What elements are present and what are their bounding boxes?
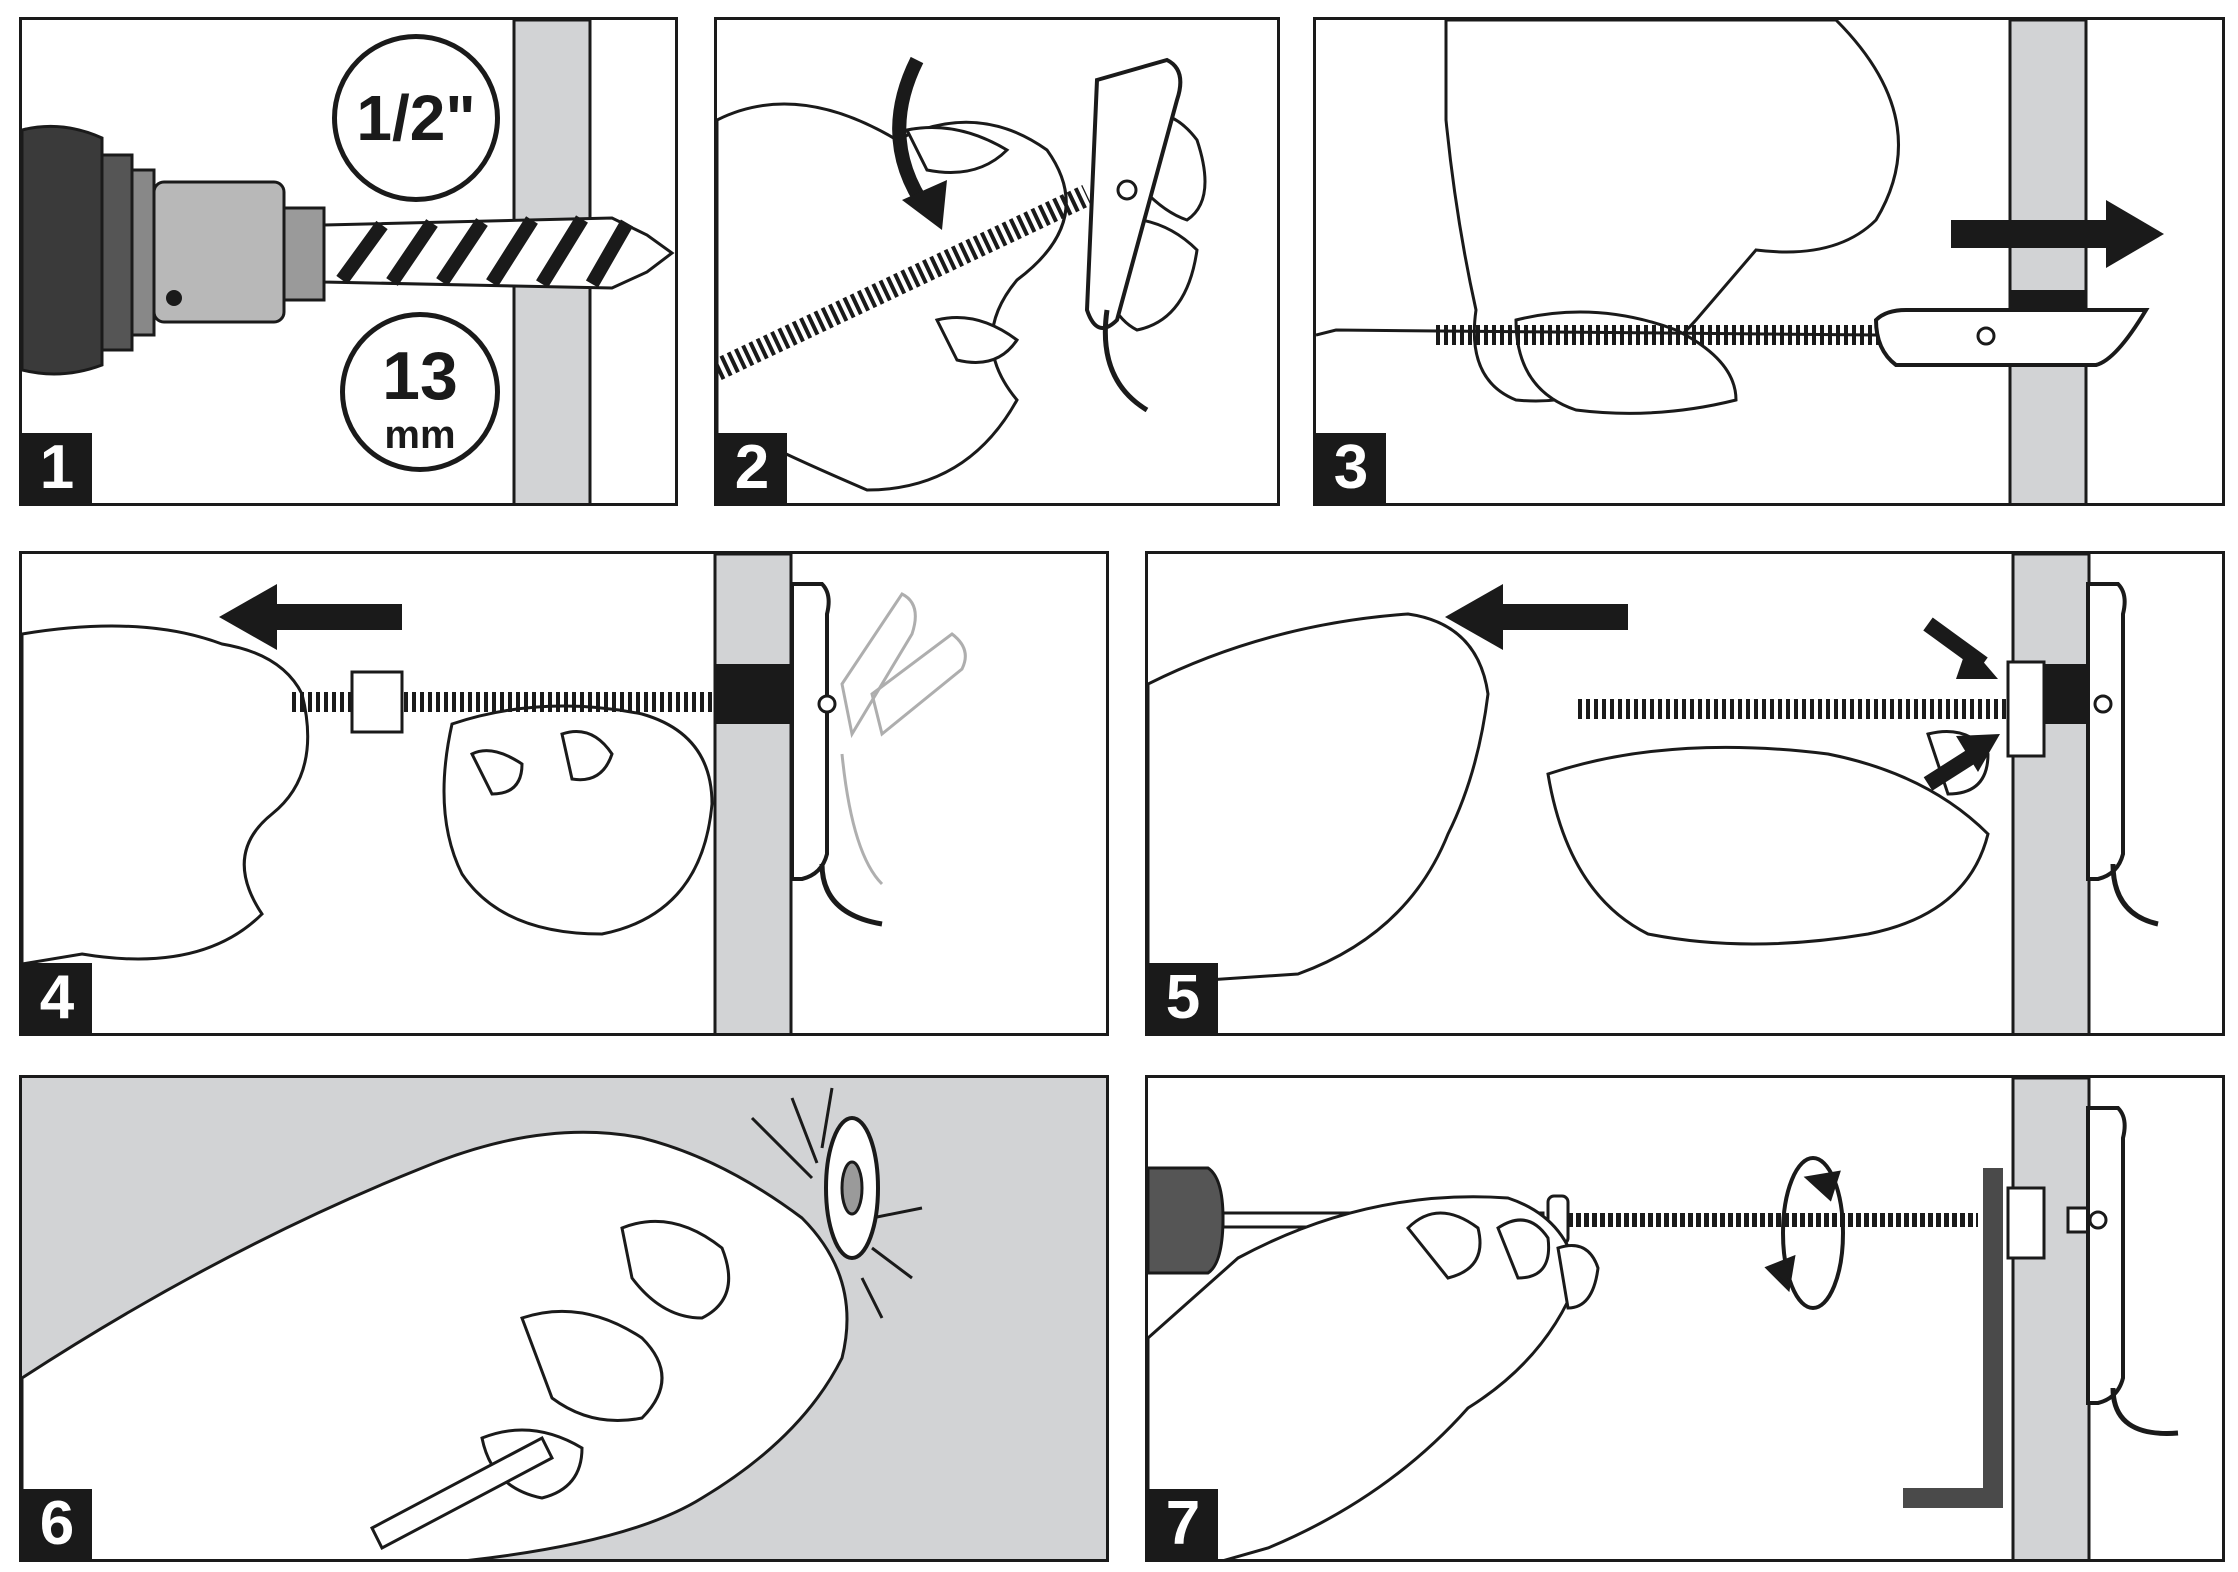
panel-step-5: 5 [1145,551,2225,1036]
bit-size-metric-value: 13 [345,337,495,415]
step-number: 3 [1316,433,1386,503]
panel-2-illustration [717,20,1280,506]
step-number: 1 [22,433,92,503]
toggle-anchor-icon [1876,310,2146,365]
toggle-anchor-icon [2088,584,2158,924]
bit-size-inch-badge: 1/2" [332,34,500,202]
bit-size-inch: 1/2" [337,39,495,197]
panel-step-2: 2 [714,17,1280,506]
step-number: 2 [717,433,787,503]
hand-icon [1148,614,1988,984]
wall-section [2010,20,2086,506]
panel-5-illustration [1148,554,2225,1036]
panel-step-6: 6 [19,1075,1109,1562]
panel-step-1: 1/2" 13 mm 1 [19,17,678,506]
toggle-anchor-ghost [842,594,965,884]
panel-4-illustration [22,554,1109,1036]
drilled-hole [715,664,791,724]
bit-size-metric-unit: mm [345,415,495,455]
hand-icon [1446,20,1899,413]
wall-section [715,554,791,1036]
rotate-arrows-icon [1768,1158,1843,1308]
bit-size-metric-badge: 13 mm [340,312,500,472]
step-number: 4 [22,963,92,1033]
step-number: 6 [22,1489,92,1559]
washer-icon [826,1118,878,1258]
step-number: 7 [1148,1489,1218,1559]
step-number: 5 [1148,963,1218,1033]
wall-section [2013,1078,2089,1562]
arrow-left-icon [1445,584,1628,650]
panel-6-illustration [22,1078,1109,1562]
panel-step-4: 4 [19,551,1109,1036]
panel-step-3: 3 [1313,17,2225,506]
wall-section [2013,554,2089,1036]
panel-step-7: 7 [1145,1075,2225,1562]
toggle-anchor-icon [792,584,882,924]
panel-7-illustration [1148,1078,2225,1562]
arrow-left-icon [219,584,402,650]
panel-3-illustration [1316,20,2225,506]
